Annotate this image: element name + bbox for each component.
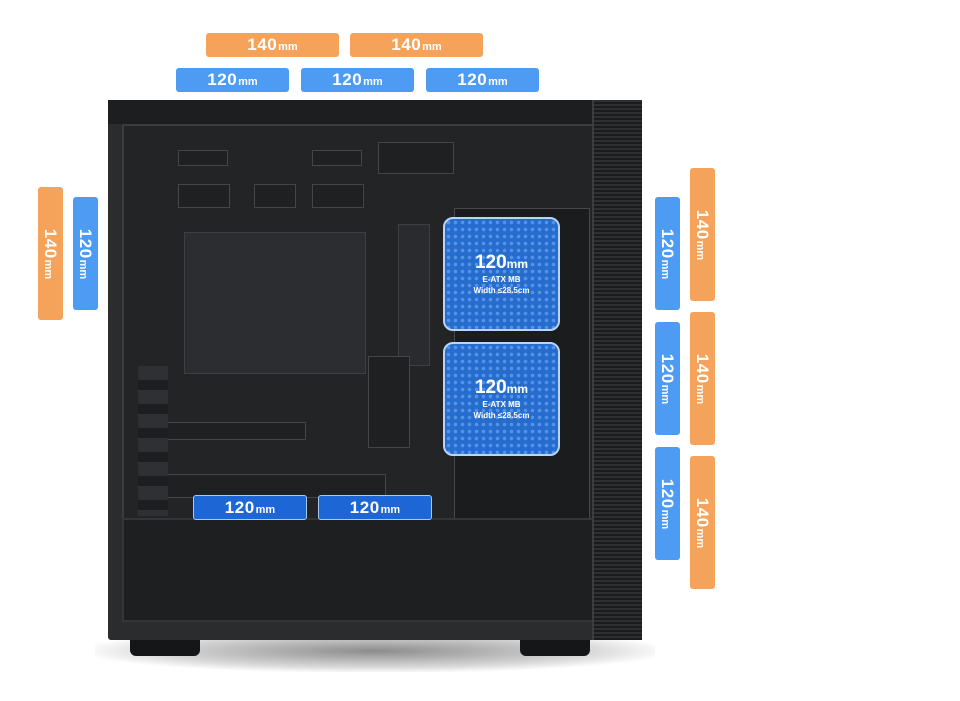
size-value: 120: [658, 228, 678, 259]
top-bracket: [378, 142, 454, 174]
unit-text: mm: [488, 76, 508, 88]
size-value: 120: [349, 497, 380, 517]
cable-cutout: [398, 224, 430, 366]
grommet-slot: [254, 184, 296, 208]
mesh-front-panel: [592, 100, 642, 640]
size-value: 140: [693, 209, 713, 240]
unit-text: mm: [255, 503, 276, 516]
unit-text: mm: [659, 384, 672, 404]
unit-text: mm: [77, 259, 90, 279]
case-top-panel: [108, 100, 640, 124]
pc-case: [108, 100, 642, 640]
fan-size: 120mm: [474, 377, 529, 398]
unit-text: mm: [278, 41, 298, 53]
size-value: 140: [247, 35, 278, 54]
psu-shroud: [122, 518, 596, 622]
unit-text: mm: [694, 528, 707, 548]
grommet-slot: [312, 150, 362, 166]
pci-slots: [138, 366, 168, 516]
size-value: 120: [658, 478, 678, 509]
fan-size: 120mm: [474, 252, 529, 273]
size-value: 120: [76, 228, 96, 259]
size-value: 120: [207, 70, 238, 89]
grommet-slot: [178, 184, 230, 208]
unit-text: mm: [42, 259, 55, 279]
unit-text: mm: [659, 509, 672, 529]
grommet-slot: [164, 422, 306, 440]
size-value: 140: [41, 228, 61, 259]
unit-text: mm: [422, 41, 442, 53]
size-value: 120: [224, 497, 255, 517]
unit-text: mm: [380, 503, 401, 516]
case-foot-right: [520, 640, 590, 656]
fan-note-line2: Width ≤28.5cm: [473, 286, 530, 295]
grommet-slot: [164, 474, 386, 498]
size-value: 120: [457, 70, 488, 89]
unit-text: mm: [238, 76, 258, 88]
grommet-slot: [178, 150, 228, 166]
front-fan-bottom: 120mm E-ATX MB Width ≤28.5cm: [443, 342, 560, 456]
unit-text: mm: [363, 76, 383, 88]
fan-note-line2: Width ≤28.5cm: [473, 411, 530, 420]
case-foot-left: [130, 640, 200, 656]
grommet-slot: [368, 356, 410, 448]
size-value: 140: [693, 353, 713, 384]
size-value: 120: [332, 70, 363, 89]
fan-note-line1: E-ATX MB: [482, 275, 521, 284]
unit-text: mm: [659, 259, 672, 279]
unit-text: mm: [694, 240, 707, 260]
motherboard-cutout: [184, 232, 366, 374]
size-value: 140: [391, 35, 422, 54]
unit-text: mm: [694, 384, 707, 404]
size-value: 140: [693, 497, 713, 528]
grommet-slot: [312, 184, 364, 208]
front-fan-top: 120mm E-ATX MB Width ≤28.5cm: [443, 217, 560, 331]
size-value: 120: [658, 353, 678, 384]
fan-note-line1: E-ATX MB: [482, 400, 521, 409]
